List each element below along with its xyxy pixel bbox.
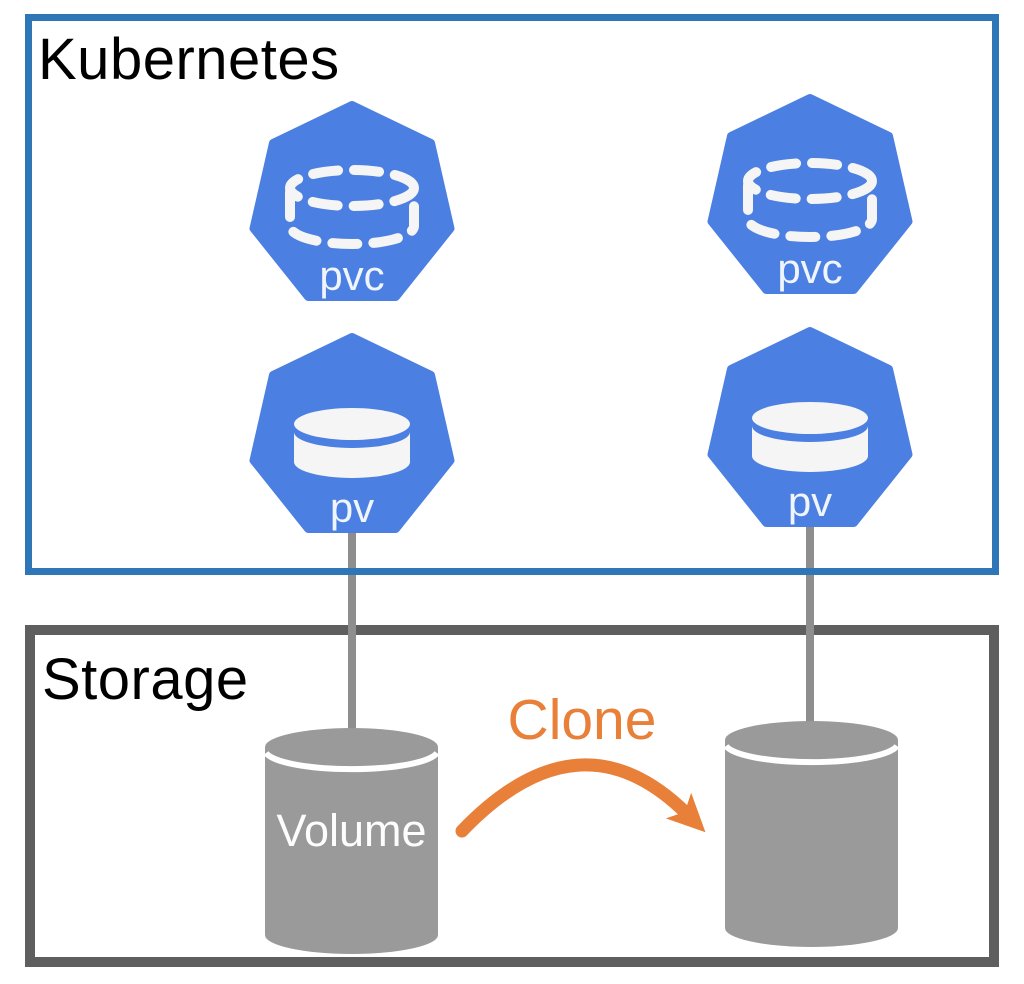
volume-cylinder-target (725, 721, 898, 947)
volume-label: Volume (276, 805, 426, 856)
pvc-label: pvc (777, 245, 842, 292)
pvc-node-right: pvc (707, 94, 913, 294)
heptagon-shape (249, 101, 455, 301)
pv-label: pv (330, 484, 374, 531)
kubernetes-box (25, 14, 999, 575)
pv-node-right: pv (707, 327, 913, 527)
pvc-node-left: pvc (249, 101, 455, 301)
kubernetes-box-title: Kubernetes (38, 27, 340, 92)
connector-line-left (348, 530, 356, 765)
clone-label: Clone (507, 688, 657, 752)
volume-cylinder-source: Volume (265, 728, 438, 954)
connector-line-right (806, 524, 814, 759)
heptagon-shape (707, 94, 913, 294)
cylinder-icon (294, 408, 410, 478)
dashed-cylinder-icon (743, 158, 877, 242)
dashed-cylinder-icon (285, 165, 419, 249)
cylinder-shape (265, 728, 438, 954)
pv-node-left: pv (249, 333, 455, 533)
pv-label: pv (788, 478, 832, 525)
pvc-label: pvc (319, 252, 384, 299)
storage-box (25, 625, 999, 967)
cylinder-rim-line (725, 744, 898, 766)
storage-box-title: Storage (42, 647, 249, 712)
cylinder-rim-line (265, 751, 438, 773)
cylinder-icon (752, 402, 868, 472)
curved-arrow-icon (455, 758, 706, 838)
cylinder-shape (725, 721, 898, 947)
